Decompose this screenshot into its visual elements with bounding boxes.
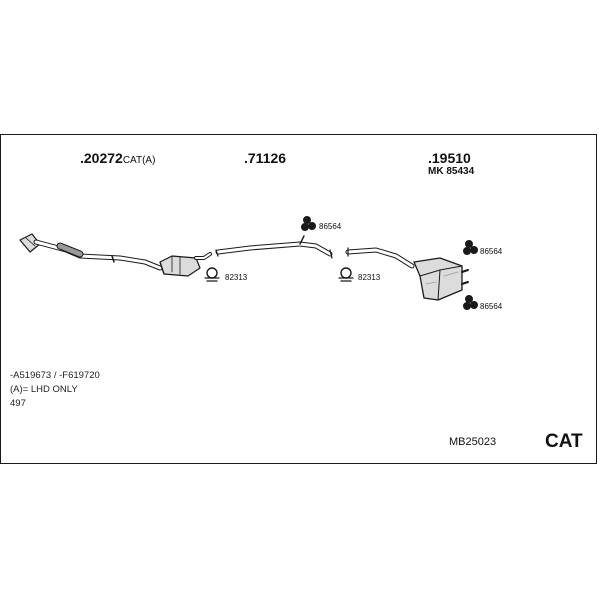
catalyst-part-label[interactable]: .20272CAT(A): [80, 151, 155, 166]
middle-pipe-part-label[interactable]: .71126: [244, 151, 286, 165]
catalyst-part-number: .20272: [80, 150, 123, 166]
hanger-1-icon[interactable]: [301, 216, 316, 231]
hanger-3-icon[interactable]: [463, 295, 478, 310]
note-vin-range: -A519673 / -F619720: [10, 370, 100, 381]
clamp-2-icon[interactable]: [338, 267, 354, 282]
middle-pipe-part-number: .71126: [244, 150, 287, 166]
note-code: 497: [10, 398, 26, 409]
hanger-1-label[interactable]: 86564: [319, 222, 342, 231]
clamp-1-label[interactable]: 82313: [225, 273, 248, 282]
cat-badge: CAT: [545, 431, 583, 452]
diagram-frame: [0, 134, 597, 464]
rear-silencer-part-number: .19510: [428, 150, 471, 166]
rear-silencer-part-label[interactable]: .19510: [428, 151, 471, 165]
hanger-3-label[interactable]: 86564: [480, 302, 503, 311]
note-lhd-only: (A)= LHD ONLY: [10, 384, 78, 395]
catalyst-part-suffix: CAT(A): [122, 155, 156, 166]
mounting-kit-label[interactable]: MK 85434: [428, 166, 475, 177]
hanger-2-icon[interactable]: [463, 240, 478, 255]
middle-pipe[interactable]: [215, 235, 333, 259]
rear-silencer[interactable]: [345, 247, 469, 301]
clamp-1-icon[interactable]: [204, 267, 220, 282]
system-code: MB25023: [449, 436, 497, 448]
clamp-2-label[interactable]: 82313: [358, 273, 381, 282]
hanger-2-label[interactable]: 86564: [480, 247, 503, 256]
catalyst-pipe[interactable]: [33, 239, 212, 277]
